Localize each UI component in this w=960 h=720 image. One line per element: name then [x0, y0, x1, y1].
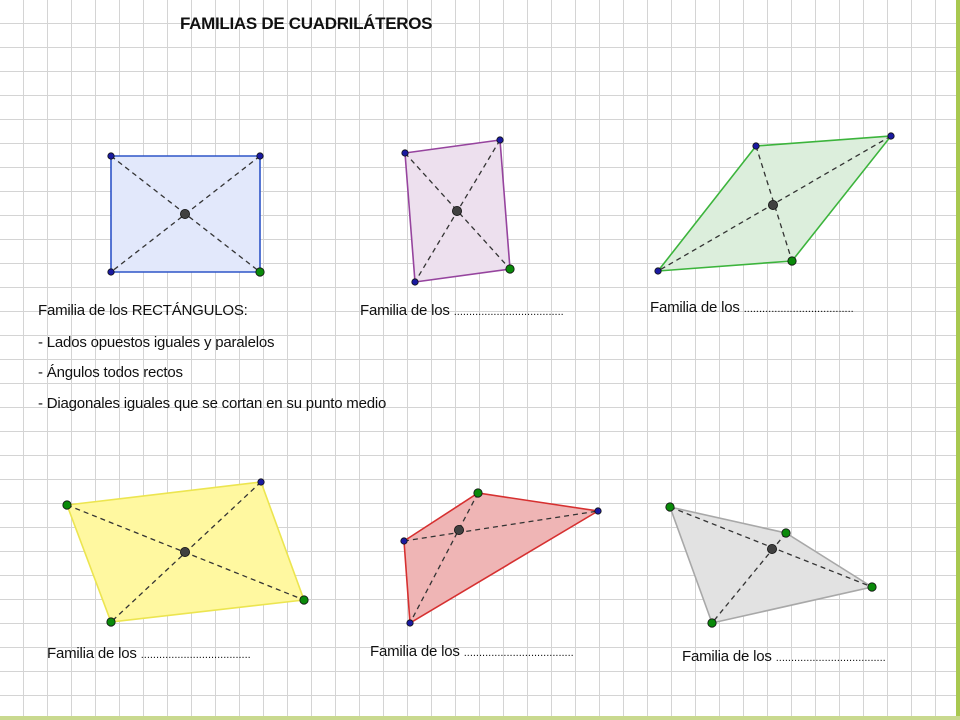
caption-figure-3-text: Familia de los: [650, 299, 744, 316]
quadrilateral-1: [107, 152, 265, 277]
vertex-point[interactable]: [594, 507, 602, 515]
quadrilateral-5-shape: [403, 492, 601, 625]
vertex-point[interactable]: [257, 478, 265, 486]
vertex-point[interactable]: [299, 595, 309, 605]
vertex-point[interactable]: [107, 152, 115, 160]
right-edge-bar: [956, 0, 960, 720]
diagonal-intersection-point[interactable]: [179, 208, 190, 219]
caption-figure-3: Familia de los .........................…: [650, 299, 854, 316]
vertex-point[interactable]: [400, 537, 408, 545]
diagonal-1: [403, 510, 599, 542]
caption-figure-4-blank: ....................................: [140, 649, 251, 661]
diagonal-1: [755, 145, 793, 262]
diagonal-1: [404, 152, 511, 270]
vertex-point[interactable]: [496, 136, 504, 144]
caption-rectangles: Familia de los RECTÁNGULOS:: [38, 302, 248, 319]
caption-figure-2: Familia de los .........................…: [360, 302, 564, 319]
page-title: FAMILIAS DE CUADRILÁTEROS: [180, 14, 433, 33]
quadrilateral-2: [401, 136, 515, 286]
property-3: - Diagonales iguales que se cortan en su…: [38, 395, 387, 412]
caption-figure-3-blank: ....................................: [743, 303, 854, 315]
vertex-point[interactable]: [505, 264, 515, 274]
caption-figure-6: Familia de los .........................…: [682, 648, 886, 665]
property-1: - Lados opuestos iguales y paralelos: [38, 334, 275, 351]
caption-figure-5-text: Familia de los: [370, 643, 464, 660]
vertex-point[interactable]: [107, 268, 115, 276]
vertex-point[interactable]: [106, 617, 116, 627]
quadrilateral-4: [62, 478, 309, 627]
vertex-point[interactable]: [255, 267, 265, 277]
quadrilateral-6: [665, 502, 877, 628]
vertex-point[interactable]: [473, 488, 483, 498]
bottom-edge-bar: [0, 716, 960, 720]
vertex-point[interactable]: [401, 149, 409, 157]
caption-figure-5: Familia de los .........................…: [370, 643, 574, 660]
caption-figure-4: Familia de los .........................…: [47, 645, 251, 662]
diagonal-intersection-point[interactable]: [179, 547, 190, 558]
quadrilateral-6-shape: [668, 505, 875, 624]
vertex-point[interactable]: [411, 278, 419, 286]
caption-rectangles-text: Familia de los RECTÁNGULOS:: [38, 302, 248, 319]
quadrilateral-5: [400, 488, 602, 627]
vertex-point[interactable]: [256, 152, 264, 160]
vertex-point[interactable]: [867, 582, 877, 592]
diagonal-intersection-point[interactable]: [453, 525, 464, 536]
quadrilateral-3: [654, 132, 895, 275]
vertex-point[interactable]: [406, 619, 414, 627]
diagonal-intersection-point[interactable]: [767, 544, 778, 555]
property-2: - Ángulos todos rectos: [38, 364, 183, 381]
caption-figure-2-blank: ....................................: [453, 306, 564, 318]
vertex-point[interactable]: [752, 142, 760, 150]
diagonal-intersection-point[interactable]: [451, 205, 462, 216]
caption-figure-6-text: Familia de los: [682, 648, 776, 665]
vertex-point[interactable]: [787, 256, 797, 266]
vertex-point[interactable]: [654, 267, 662, 275]
vertex-point[interactable]: [62, 500, 72, 510]
diagonal-intersection-point[interactable]: [768, 199, 779, 210]
vertex-point[interactable]: [707, 618, 717, 628]
caption-figure-2-text: Familia de los: [360, 302, 454, 319]
vertex-point[interactable]: [665, 502, 675, 512]
caption-figure-4-text: Familia de los: [47, 645, 141, 662]
vertex-point[interactable]: [781, 528, 791, 538]
caption-figure-6-blank: ....................................: [775, 652, 886, 664]
caption-figure-5-blank: ....................................: [463, 647, 574, 659]
vertex-point[interactable]: [887, 132, 895, 140]
diagonal-2: [409, 492, 479, 624]
